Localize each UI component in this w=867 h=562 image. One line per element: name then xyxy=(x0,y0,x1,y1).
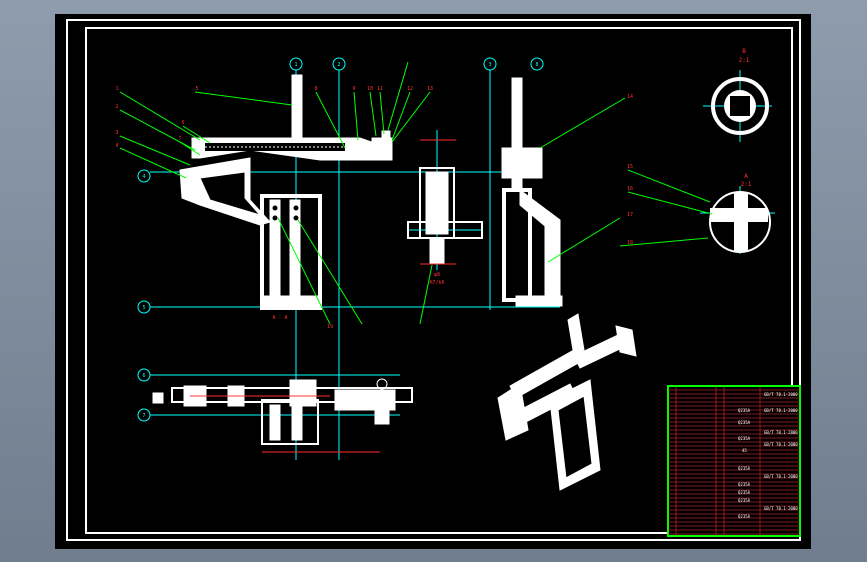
part-callout: 4 xyxy=(115,143,118,149)
fit-note: H7/k6 xyxy=(429,280,444,286)
detail-view-b: B 2:1 xyxy=(711,48,769,135)
phi-note: φ8 xyxy=(434,272,440,278)
front-view xyxy=(179,74,393,310)
materials-column: Q235A Q235A Q235A 45 Q235A Q235A Q235A Q… xyxy=(738,408,751,519)
bom-material: Q235A xyxy=(738,408,751,413)
part-callout: 15 xyxy=(627,164,633,170)
bom-standard: GB/T 70.1-2000 xyxy=(764,408,798,413)
part-callout: 8 xyxy=(314,86,317,92)
part-callout: 3 xyxy=(115,130,118,136)
part-callouts: 1 2 3 4 5 6 7 8 9 10 11 12 13 14 15 16 1… xyxy=(115,86,633,330)
part-callout: 2 xyxy=(115,104,118,110)
top-view xyxy=(152,378,413,453)
detail-view-a: A 2:1 xyxy=(709,173,771,253)
bom-material: Q235A xyxy=(738,490,751,495)
part-callout: 18 xyxy=(627,240,633,246)
centerline-mark-text: 1 xyxy=(294,62,297,68)
bom-material: Q235A xyxy=(738,436,751,441)
bom-standard: GB/T 70.1-2000 xyxy=(764,430,798,435)
part-callout: 13 xyxy=(427,86,433,92)
bom-standard: GB/T 70.1-2000 xyxy=(764,392,798,397)
centerline-mark-text: 4 xyxy=(142,174,145,180)
standards-column: GB/T 70.1-2000 GB/T 70.1-2000 GB/T 70.1-… xyxy=(764,392,798,511)
part-callout: 10 xyxy=(367,86,373,92)
bom-material: Q235A xyxy=(738,514,751,519)
centerline-mark-8: 8 xyxy=(530,57,544,71)
bom-material: 45 xyxy=(742,448,747,453)
outer-frame xyxy=(66,19,801,541)
centerline-balloons: 1 2 3 4 5 6 7 8 xyxy=(137,57,544,422)
isometric-view xyxy=(497,313,637,491)
centerline-mark-6: 6 xyxy=(137,368,151,382)
view-b-letter: B xyxy=(742,48,746,55)
centerline-mark-text: 3 xyxy=(488,62,491,68)
centerline-mark-text: 8 xyxy=(535,62,538,68)
bom-standard: GB/T 70.1-2000 xyxy=(764,442,798,447)
title-block: GB/T 70.1-2000 GB/T 70.1-2000 GB/T 70.1-… xyxy=(667,385,801,537)
bom-standard: GB/T 70.1-2000 xyxy=(764,506,798,511)
centerline-mark-text: 6 xyxy=(142,373,145,379)
bom-material: Q235A xyxy=(738,498,751,503)
centerline-mark-7: 7 xyxy=(137,408,151,422)
centerline-mark-text: 7 xyxy=(142,413,145,419)
part-callout: 14 xyxy=(627,94,633,100)
inner-frame xyxy=(85,27,793,534)
centerline-mark-text: 5 xyxy=(142,305,145,311)
part-callout: 9 xyxy=(352,86,355,92)
right-elevation xyxy=(501,77,563,307)
centerline-mark-1: 1 xyxy=(289,57,303,71)
bom-rows xyxy=(668,389,800,535)
bom-material: Q235A xyxy=(738,420,751,425)
centerline-mark-3: 3 xyxy=(483,57,497,71)
bom-standard: GB/T 70.1-2000 xyxy=(764,474,798,479)
centerline-mark-4: 4 xyxy=(137,169,151,183)
aa-section-label: A - A xyxy=(272,315,287,321)
part-callout: 12 xyxy=(407,86,413,92)
part-callout: 16 xyxy=(627,186,633,192)
view-a-letter: A xyxy=(744,173,748,180)
part-callout: 1 xyxy=(115,86,118,92)
part-callout: 7 xyxy=(178,136,181,142)
centerline-mark-2: 2 xyxy=(332,57,346,71)
view-a-scale: 2:1 xyxy=(741,181,752,188)
view-b-scale: 2:1 xyxy=(739,57,750,64)
centerline-mark-text: 2 xyxy=(337,62,340,68)
leader-lines xyxy=(119,61,713,325)
bom-material: Q235A xyxy=(738,482,751,487)
part-callout: 11 xyxy=(377,86,383,92)
centerline-mark-5: 5 xyxy=(137,300,151,314)
side-view xyxy=(407,139,483,265)
bom-material: Q235A xyxy=(738,466,751,471)
part-callout: 6 xyxy=(181,120,184,126)
part-callout: 19 xyxy=(327,324,333,330)
part-callout: 5 xyxy=(195,86,198,92)
part-callout: 17 xyxy=(627,212,633,218)
